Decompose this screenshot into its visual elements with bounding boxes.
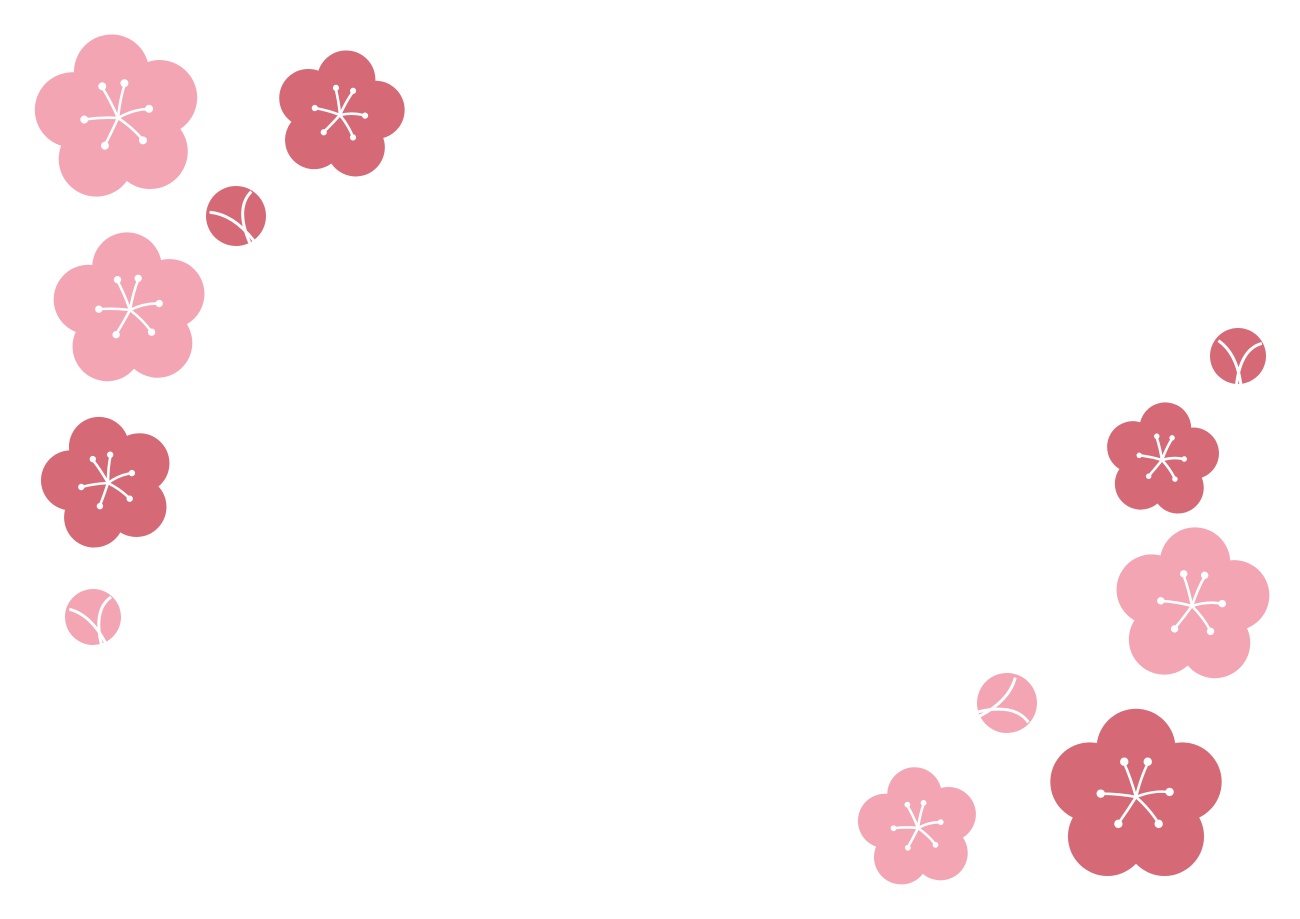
plum-bud-icon xyxy=(977,673,1037,733)
plum-blossom-icon xyxy=(28,402,186,558)
plum-blossom-icon xyxy=(267,39,414,184)
plum-blossom-icon xyxy=(1100,396,1224,518)
plum-blossom-icon xyxy=(852,761,983,889)
plum-blossom-icon xyxy=(1050,708,1222,876)
plum-bud-icon xyxy=(65,589,121,645)
plum-blossom-icon xyxy=(49,227,211,385)
plum-blossom-icon xyxy=(25,23,210,204)
plum-bud-icon xyxy=(206,186,266,246)
plum-blossom-icon xyxy=(1110,522,1274,682)
plum-bud-icon xyxy=(1210,328,1266,385)
